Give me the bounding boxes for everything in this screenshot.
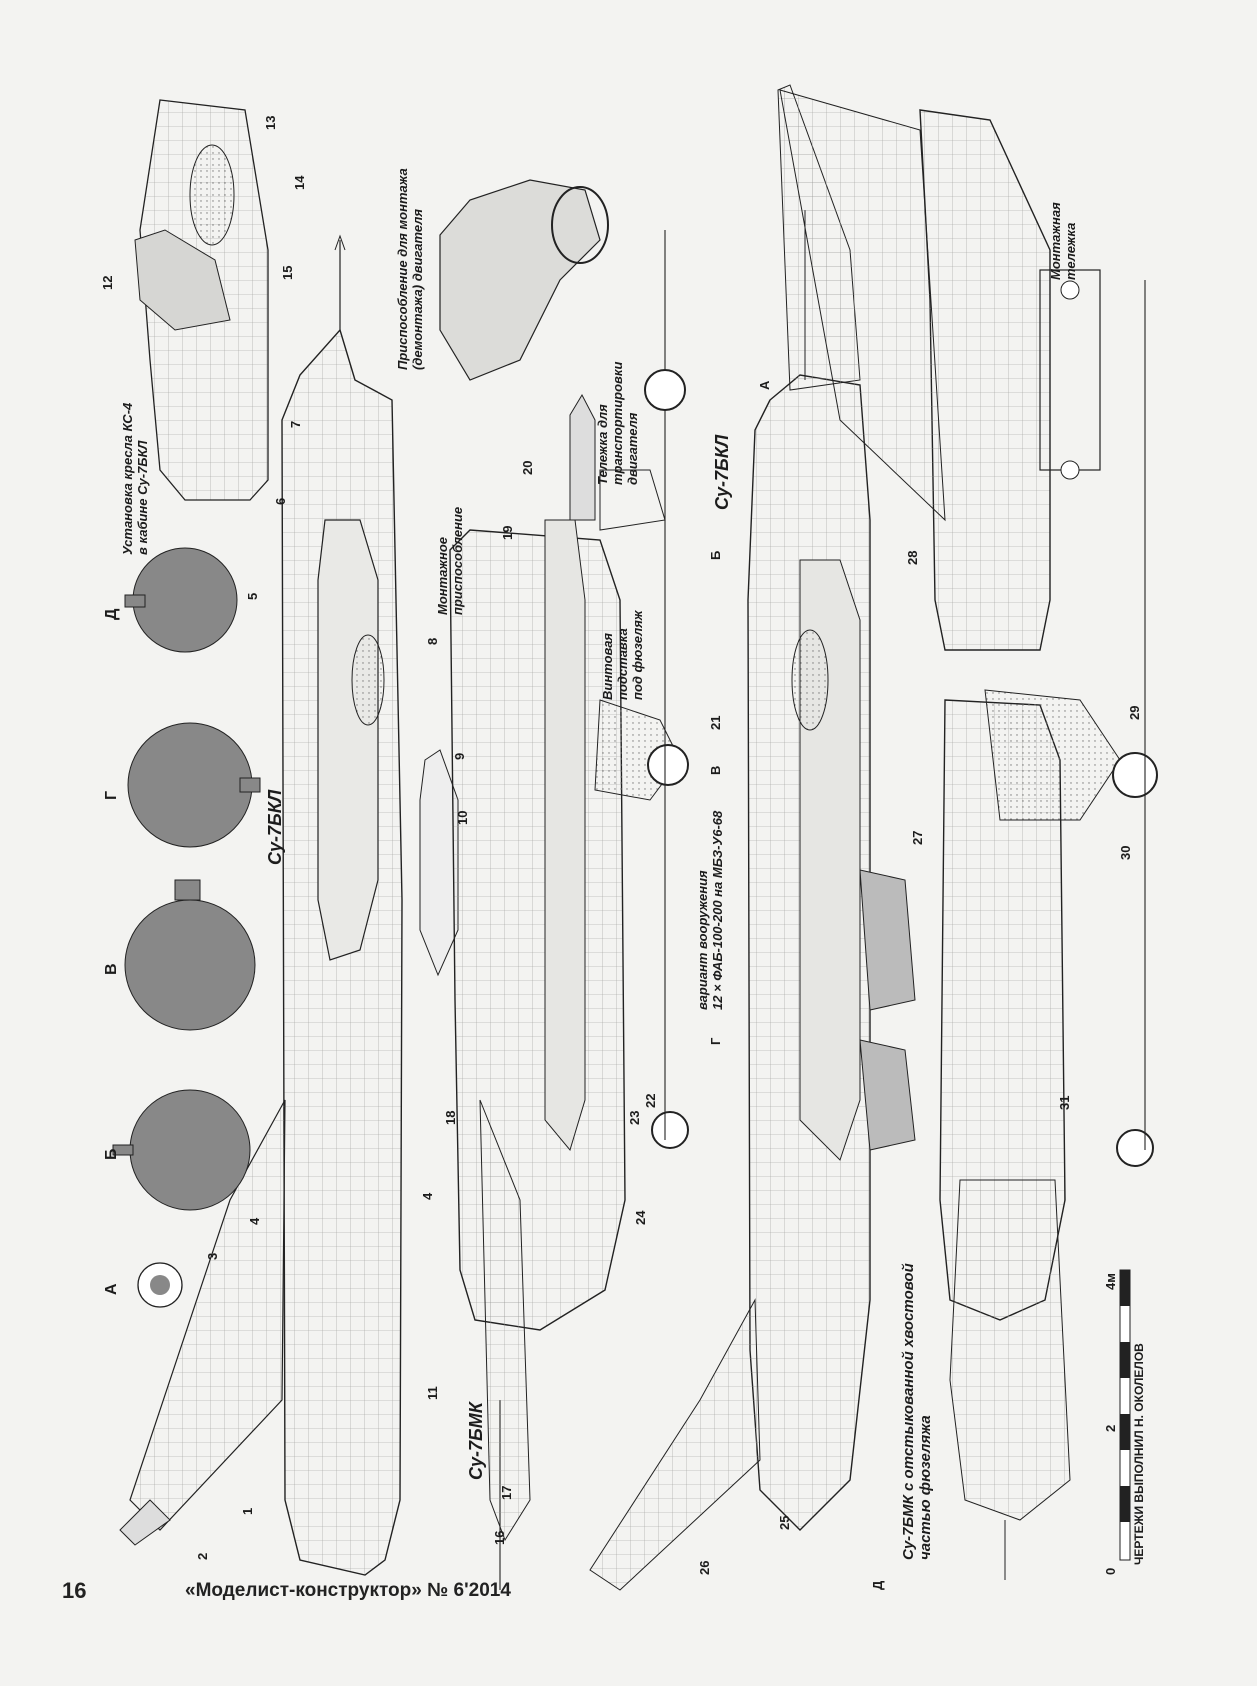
label-armament: вариант вооружения 12 × ФАБ-100-200 на М… (695, 810, 725, 1010)
callout-5: 5 (245, 592, 260, 600)
label-mount-fixture: Монтажное приспособление (435, 506, 465, 615)
callout-2: 2 (195, 1552, 210, 1560)
su7bkl-left-view (112, 99, 459, 1576)
magazine-title: «Моделист-конструктор» № 6'2014 (185, 1580, 511, 1601)
callout-23: 23 (627, 1110, 642, 1125)
section-label-g: Г (103, 790, 120, 800)
callout-3: 3 (205, 1252, 220, 1260)
callout-20: 20 (520, 460, 535, 475)
callout-4a: 4 (247, 1217, 262, 1225)
callout-15: 15 (280, 265, 295, 280)
section-label-v: В (103, 963, 120, 975)
callout-7: 7 (288, 420, 303, 428)
callout-13: 13 (263, 115, 278, 130)
callout-19: 19 (500, 525, 515, 540)
callout-26: 26 (697, 1560, 712, 1575)
label-su7bmk: Су-7БМК (466, 1402, 486, 1480)
drawing-credit: ЧЕРТЕЖИ ВЫПОЛНИЛ Н. ОКОЛЕЛОВ (1132, 1343, 1146, 1565)
page-number: 16 (62, 1578, 87, 1603)
callout-9: 9 (452, 752, 467, 760)
su7bmk-tail-detached-view (779, 89, 1158, 1580)
section-label-b: Б (103, 1148, 120, 1161)
section-mark-g: Г (708, 1037, 723, 1045)
label-transport-cart: Тележка для транспортировки двигателя (595, 361, 640, 485)
label-kc4-seat: Установка кресла КС-4 в кабине Су-7БКЛ (120, 402, 150, 555)
callout-11: 11 (425, 1386, 440, 1400)
label-su7bkl-left: Су-7БКЛ (265, 789, 285, 865)
scale-2: 2 (1103, 1424, 1118, 1432)
callout-22: 22 (643, 1093, 658, 1108)
scale-bar (1119, 1269, 1131, 1561)
callout-30: 30 (1118, 845, 1133, 860)
callout-25: 25 (777, 1515, 792, 1530)
callout-10: 10 (455, 810, 470, 825)
label-mount-cart: Монтажная тележка (1048, 202, 1078, 280)
section-label-a: А (103, 1283, 120, 1295)
callout-24: 24 (633, 1210, 648, 1225)
section-mark-b: Б (708, 550, 723, 560)
callout-4b: 4 (420, 1192, 435, 1200)
callout-6: 6 (273, 497, 288, 505)
section-label-d: Д (103, 608, 120, 620)
label-su7bmk-tail: Су-7БМК с отстыкованной хвостовой частью… (900, 1263, 934, 1560)
section-mark-a: А (757, 380, 772, 390)
label-engine-fixture: Приспособление для монтажа (демонтажа) д… (395, 168, 425, 370)
callout-31: 31 (1057, 1095, 1072, 1110)
section-mark-d: Д (870, 1580, 885, 1590)
callout-12: 12 (100, 275, 115, 290)
label-screw-stand: Винтовая подставка под фюзеляж (600, 610, 645, 700)
callout-29: 29 (1127, 705, 1142, 720)
callout-8: 8 (425, 637, 440, 645)
callout-17: 17 (499, 1485, 514, 1500)
callout-27: 27 (910, 830, 925, 845)
section-mark-v: В (708, 765, 723, 775)
callout-28: 28 (905, 550, 920, 565)
callout-14: 14 (292, 175, 307, 190)
callout-21: 21 (708, 715, 723, 730)
scale-4: 4м (1103, 1273, 1118, 1290)
callout-1: 1 (240, 1507, 255, 1515)
callout-18: 18 (443, 1110, 458, 1125)
scale-0: 0 (1103, 1567, 1118, 1575)
callout-16: 16 (492, 1530, 507, 1545)
su7bmk-middle-view (439, 179, 689, 1590)
label-su7bkl-right: Су-7БКЛ (712, 434, 732, 510)
